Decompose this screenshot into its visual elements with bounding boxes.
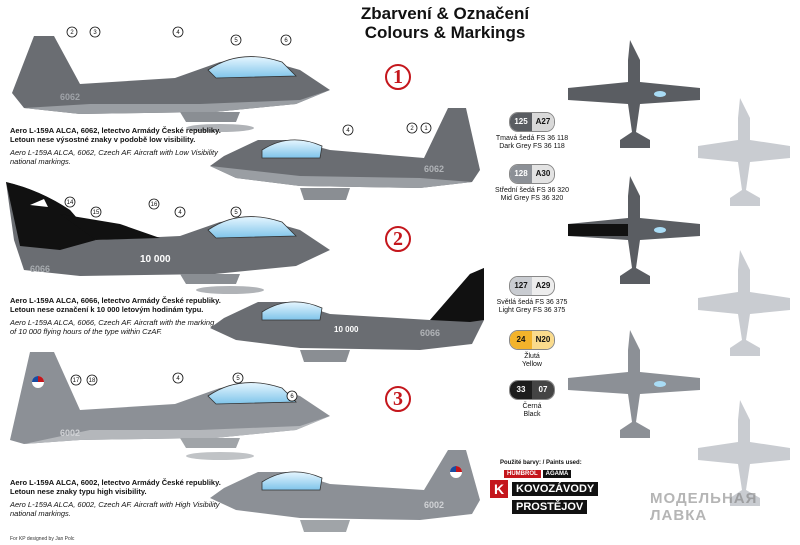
callout-2: 2 [70, 30, 74, 36]
callout-4d: 4 [176, 376, 180, 382]
title-line-cz: Zbarvení & Označení [360, 4, 530, 23]
svg-text:6062: 6062 [60, 92, 80, 102]
scheme3-desc-cz: Aero L-159A ALCA, 6002, letectvo Armády … [10, 478, 221, 496]
callout-5b: 5 [234, 210, 238, 216]
paint-code-humbrol: 128 [510, 165, 532, 183]
svg-text:6066: 6066 [420, 328, 440, 338]
page-title: Zbarvení & Označení Colours & Markings [340, 4, 550, 42]
scheme-number-3: 3 [385, 386, 411, 412]
scheme1-description: Aero L-159A ALCA, 6062, letectvo Armády … [10, 126, 222, 166]
callout-4b: 4 [346, 128, 350, 134]
svg-text:6066: 6066 [30, 264, 50, 274]
colour-name-cz: Žlutá [524, 353, 540, 360]
maker-logo: K [490, 480, 508, 498]
colour-name-cz: Světlá šedá FS 36 375 [496, 299, 568, 306]
svg-text:6002: 6002 [60, 428, 80, 438]
callout-16: 16 [151, 202, 158, 208]
callout-3: 3 [93, 30, 97, 36]
scheme2-desc-en: Aero L-159A ALCA, 6066, Czech AF. Aircra… [10, 318, 215, 336]
plan-view-bottom-1 [698, 98, 790, 206]
scheme3-desc-en: Aero L-159A ALCA, 6002, Czech AF. Aircra… [10, 500, 220, 518]
watermark-text: МОДЕЛЬНАЯ ЛАВКА [650, 490, 758, 524]
scheme3-side-view-small: 6002 [210, 450, 480, 532]
plan-view-top-1 [568, 40, 700, 148]
title-line-en: Colours & Markings [364, 23, 526, 42]
callout-markers [64, 26, 432, 402]
callout-4c: 4 [178, 210, 182, 216]
design-credit: For KP designed by Jan Polc [10, 536, 75, 542]
scheme1-desc-en: Aero L-159A ALCA, 6062, Czech AF. Aircra… [10, 148, 218, 166]
colour-name-en: Yellow [522, 361, 542, 368]
callout-17: 17 [73, 378, 80, 384]
colour-name-en: Black [523, 411, 541, 418]
colour-name-cz: Střední šedá FS 36 320 [495, 187, 569, 194]
plan-view-bottom-3 [698, 400, 790, 506]
callout-5c: 5 [236, 376, 240, 382]
callout-2b: 2 [410, 126, 414, 132]
callout-6: 6 [284, 38, 288, 44]
callout-14: 14 [67, 200, 74, 206]
maker-name-line2: PROSTĚJOV [512, 500, 588, 514]
callout-6b: 6 [290, 394, 294, 400]
paint-code-agama: A27 [532, 113, 554, 131]
paint-code-agama: N20 [532, 331, 554, 349]
maker-name-line1: KOVOZÁVODY [512, 482, 599, 496]
paint-code-humbrol: 125 [510, 113, 532, 131]
paint-brands: HUMBROL AGAMA [504, 470, 572, 478]
callout-1: 1 [424, 126, 428, 132]
scheme1-side-view-large: 6062 [12, 36, 330, 132]
svg-text:6002: 6002 [424, 500, 444, 510]
callout-5: 5 [234, 38, 238, 44]
colour-name-en: Dark Grey FS 36 118 [499, 143, 565, 150]
brand-humbrol: HUMBROL [504, 470, 541, 478]
callout-15: 15 [93, 210, 100, 216]
scheme3-description: Aero L-159A ALCA, 6002, letectvo Armády … [10, 478, 222, 518]
scheme2-side-view-small: 10 000 6066 [210, 268, 484, 362]
callout-18: 18 [89, 378, 96, 384]
colour-name-en: Light Grey FS 36 375 [498, 307, 566, 314]
scheme2-description: Aero L-159A ALCA, 6066, letectvo Armády … [10, 296, 222, 336]
scheme1-desc-cz: Aero L-159A ALCA, 6062, letectvo Armády … [10, 126, 221, 144]
brand-agama: AGAMA [542, 470, 572, 478]
paint-code-agama: 07 [532, 381, 554, 399]
scheme3-side-view-large: 6002 [10, 352, 330, 460]
svg-text:6062: 6062 [424, 164, 444, 174]
scheme-number-1: 1 [385, 64, 411, 90]
paint-code-humbrol: 127 [510, 277, 532, 295]
scheme2-desc-cz: Aero L-159A ALCA, 6066, letectvo Armády … [10, 296, 221, 314]
scheme-number-2: 2 [385, 226, 411, 252]
colour-name-cz: Tmavá šedá FS 36 118 [495, 135, 569, 142]
svg-text:10 000: 10 000 [334, 325, 359, 334]
paint-code-humbrol: 24 [510, 331, 532, 349]
scheme2-side-view-large: 6066 10 000 [6, 182, 330, 294]
paint-code-agama: A30 [532, 165, 554, 183]
callout-labels: 2 3 4 5 6 2 1 4 14 15 16 4 5 17 18 4 5 6 [67, 30, 429, 400]
plan-view-top-2 [568, 176, 700, 284]
paint-code-humbrol: 33 [510, 381, 532, 399]
plan-view-bottom-2 [698, 250, 790, 356]
colour-name-en: Mid Grey FS 36 320 [500, 195, 564, 202]
paint-code-agama: A29 [532, 277, 554, 295]
colour-name-cz: Černá [522, 403, 542, 410]
svg-text:10 000: 10 000 [140, 254, 171, 265]
paints-used-label: Použité barvy: / Paints used: [500, 460, 582, 466]
scheme1-side-view-small: 6062 [210, 108, 480, 200]
plan-view-top-3 [568, 330, 700, 438]
callout-4: 4 [176, 30, 180, 36]
